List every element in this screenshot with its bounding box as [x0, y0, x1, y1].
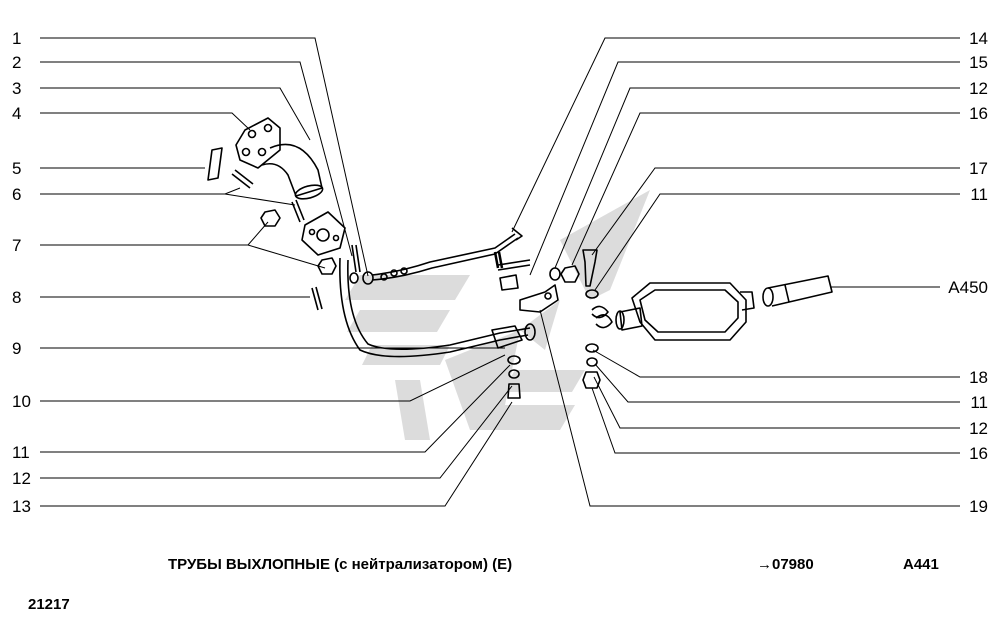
leader-14: [511, 37, 960, 233]
leader-19: [539, 309, 960, 507]
leader-11-right-bottom: [594, 363, 960, 403]
leader-15: [529, 61, 960, 276]
leader-16-right-top: [571, 112, 960, 266]
reference-number: →07980: [757, 556, 814, 573]
part-label-12-left: 12: [12, 469, 31, 488]
watermark-logo: [345, 190, 650, 440]
front-pipe-lower: [339, 257, 529, 358]
leader-11-left: [40, 364, 511, 453]
manifold-flange: [235, 117, 281, 169]
leader-10: [40, 354, 506, 402]
bolt: [351, 244, 361, 273]
parts-drawing: [207, 117, 833, 399]
model-number: 21217: [28, 596, 70, 613]
part-label-12-right-bottom: 12: [969, 419, 988, 438]
leader-12-right-top: [554, 87, 960, 269]
part-label-1: 1: [12, 29, 22, 48]
part-label-4: 4: [12, 104, 22, 123]
pipe-bracket: [491, 325, 523, 349]
part-label-8: 8: [12, 288, 22, 307]
diagram-code: A441: [903, 556, 939, 573]
part-label-13: 13: [12, 497, 31, 516]
down-pipe-elbow: [261, 143, 323, 197]
support-bracket: [519, 284, 559, 313]
nut-1: [260, 209, 281, 227]
diagram-title: ТРУБЫ ВЫХЛОПНЫЕ (с нейтрализатором) (Е): [168, 556, 513, 573]
leader-6b: [224, 193, 296, 206]
leader-12-left: [40, 385, 513, 479]
stud-2: [291, 199, 305, 223]
leader-13: [40, 401, 513, 507]
nut-small: [362, 271, 374, 285]
part-label-10: 10: [12, 392, 31, 411]
part-label-11-left: 11: [12, 443, 30, 462]
part-label-12-right-top: 12: [969, 79, 988, 98]
part-label-16-right-top: 16: [969, 104, 988, 123]
leader-4: [40, 112, 251, 131]
clamp: [207, 147, 223, 181]
part-label-16-right-bottom: 16: [969, 444, 988, 463]
part-label-15: 15: [969, 53, 988, 72]
part-label-14: 14: [969, 29, 988, 48]
part-label-3: 3: [12, 79, 22, 98]
leader-16-right-bottom: [591, 387, 960, 454]
leader-7a: [40, 221, 269, 246]
part-label-19: 19: [969, 497, 988, 516]
part-label-a450: A450: [948, 278, 988, 297]
part-label-11-right-top: 11: [970, 185, 988, 204]
leader-7b: [247, 244, 326, 269]
spring-set: [591, 305, 613, 329]
leader-lines: [40, 37, 960, 507]
leader-2: [40, 61, 353, 257]
leader-6a: [40, 187, 241, 195]
connector-pipe: [767, 275, 833, 307]
catalytic-converter: [631, 282, 747, 341]
nut-2: [317, 257, 337, 275]
leader-11-right-top: [594, 193, 960, 291]
pipe-flange: [301, 211, 346, 256]
part-label-17: 17: [969, 159, 988, 178]
part-label-7: 7: [12, 236, 22, 255]
leader-17: [591, 167, 960, 256]
leader-3: [40, 87, 311, 141]
leader-1: [40, 37, 369, 277]
stud-1: [231, 169, 254, 189]
leader-18: [592, 349, 960, 378]
spring-pin: [311, 286, 323, 311]
part-label-9: 9: [12, 339, 22, 358]
part-label-11-right-bottom: 11: [970, 393, 988, 412]
part-label-6: 6: [12, 185, 22, 204]
front-pipe-upper: [371, 233, 516, 276]
part-label-18: 18: [969, 368, 988, 387]
part-label-5: 5: [12, 159, 22, 178]
part-label-2: 2: [12, 53, 22, 72]
leader-12-right-bottom: [593, 376, 960, 429]
